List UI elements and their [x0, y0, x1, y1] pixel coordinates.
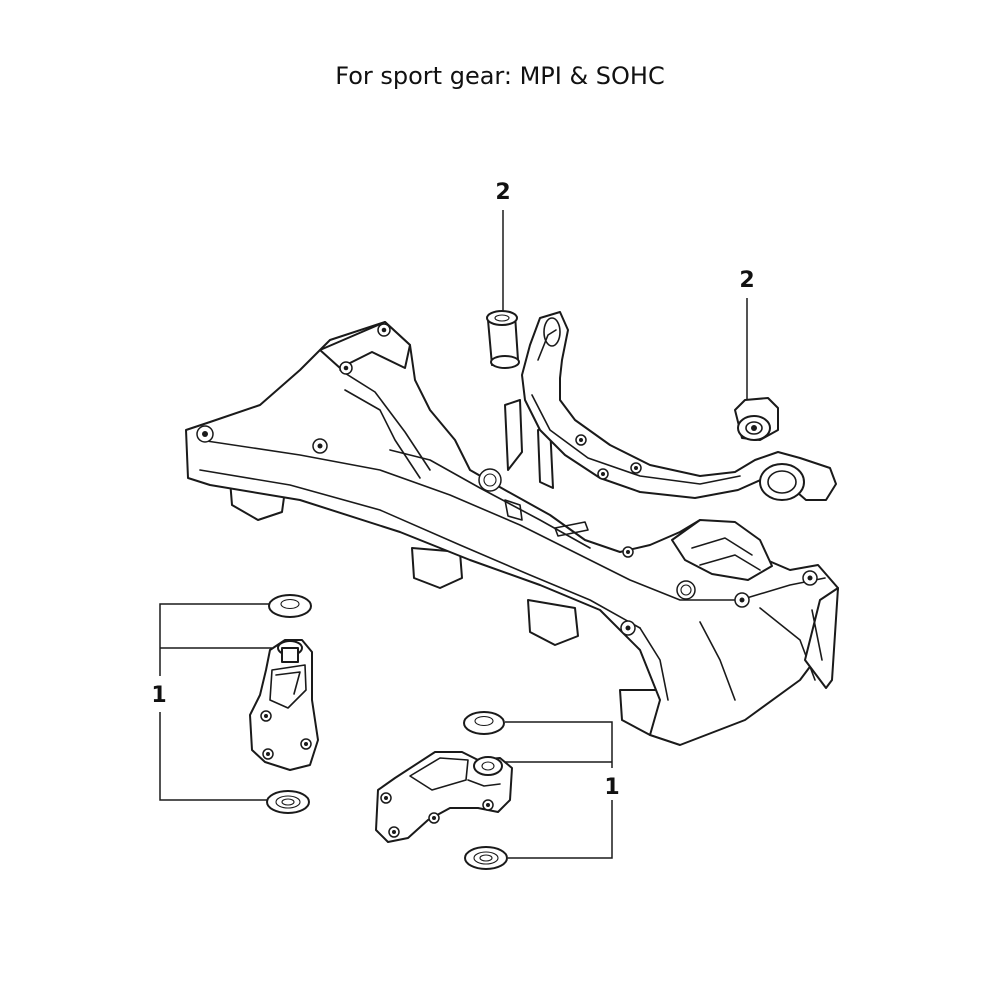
subframe-bolt-holes [196, 323, 818, 636]
subframe [185, 321, 839, 746]
callout-2-right: 2 [739, 268, 755, 293]
bushing-right [734, 397, 779, 441]
bushing-left [486, 310, 520, 369]
callout-1-left: 1 [151, 683, 167, 708]
callout-1-right: 1 [604, 775, 620, 800]
diagram-title: For sport gear: MPI & SOHC [335, 62, 665, 90]
callout-2-left: 2 [495, 180, 511, 205]
control-arm [521, 311, 837, 501]
leader-lines [159, 210, 748, 859]
mount-right [375, 711, 513, 870]
mount-left [249, 594, 319, 814]
